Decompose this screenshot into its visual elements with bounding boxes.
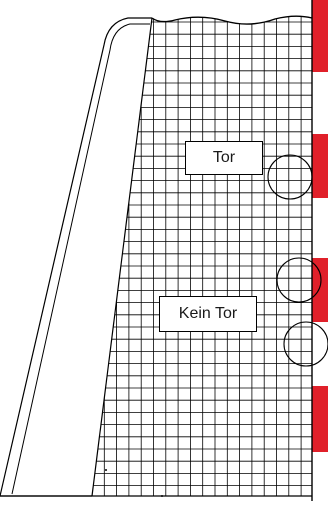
side-net-inner-outline <box>12 24 150 494</box>
ground-dot <box>105 469 107 471</box>
post-band <box>312 258 328 322</box>
net-grid <box>80 10 312 500</box>
post-band <box>312 72 328 134</box>
label-no-goal: Kein Tor <box>159 296 257 332</box>
ball-goal <box>268 155 312 199</box>
post-band <box>312 386 328 452</box>
label-goal: Tor <box>185 141 263 175</box>
net-top-edge <box>152 16 312 24</box>
post-band <box>312 198 328 258</box>
ground-dot <box>161 495 163 497</box>
post-band <box>312 452 328 501</box>
post-band <box>312 134 328 198</box>
goal-post <box>312 0 328 501</box>
post-band <box>312 0 328 72</box>
